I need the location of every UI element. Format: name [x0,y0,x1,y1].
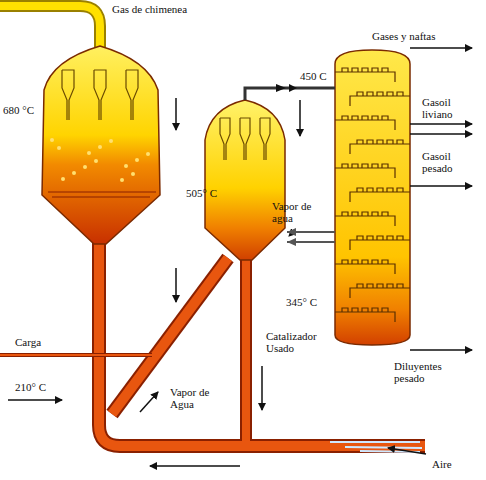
flue-pipe-edge [0,6,100,50]
label: Carga [15,336,65,348]
column-trays [335,68,410,322]
label: Gasoil liviano [422,96,474,120]
label: Gas de chimenea [112,3,222,15]
regenerator [42,46,160,244]
regenerator-internals [48,70,156,197]
label: Gasoil pesado [422,150,472,174]
label: 505° C [186,187,226,199]
flue-pipe [0,6,100,50]
vapor-arrowhead [276,84,286,92]
label: Catalizador Usado [266,330,332,354]
label: 450 C [300,70,340,82]
flow-arrows [8,48,472,466]
feed-line [0,353,152,357]
reactor-cyclones [220,118,270,160]
reactor [205,100,285,260]
fractionator [335,50,410,345]
label: 680 °C [3,104,41,116]
label: Vapor de Agua [170,386,222,410]
label: Aire [432,458,472,470]
vapor-line [245,88,335,100]
label: Diluyentes pesado [394,360,464,384]
label: 345° C [286,296,332,308]
label: Gases y naftas [372,30,472,42]
steam-arrowheads [287,228,296,246]
label: 210° C [15,381,65,393]
label: Vapor de agua [272,200,328,224]
